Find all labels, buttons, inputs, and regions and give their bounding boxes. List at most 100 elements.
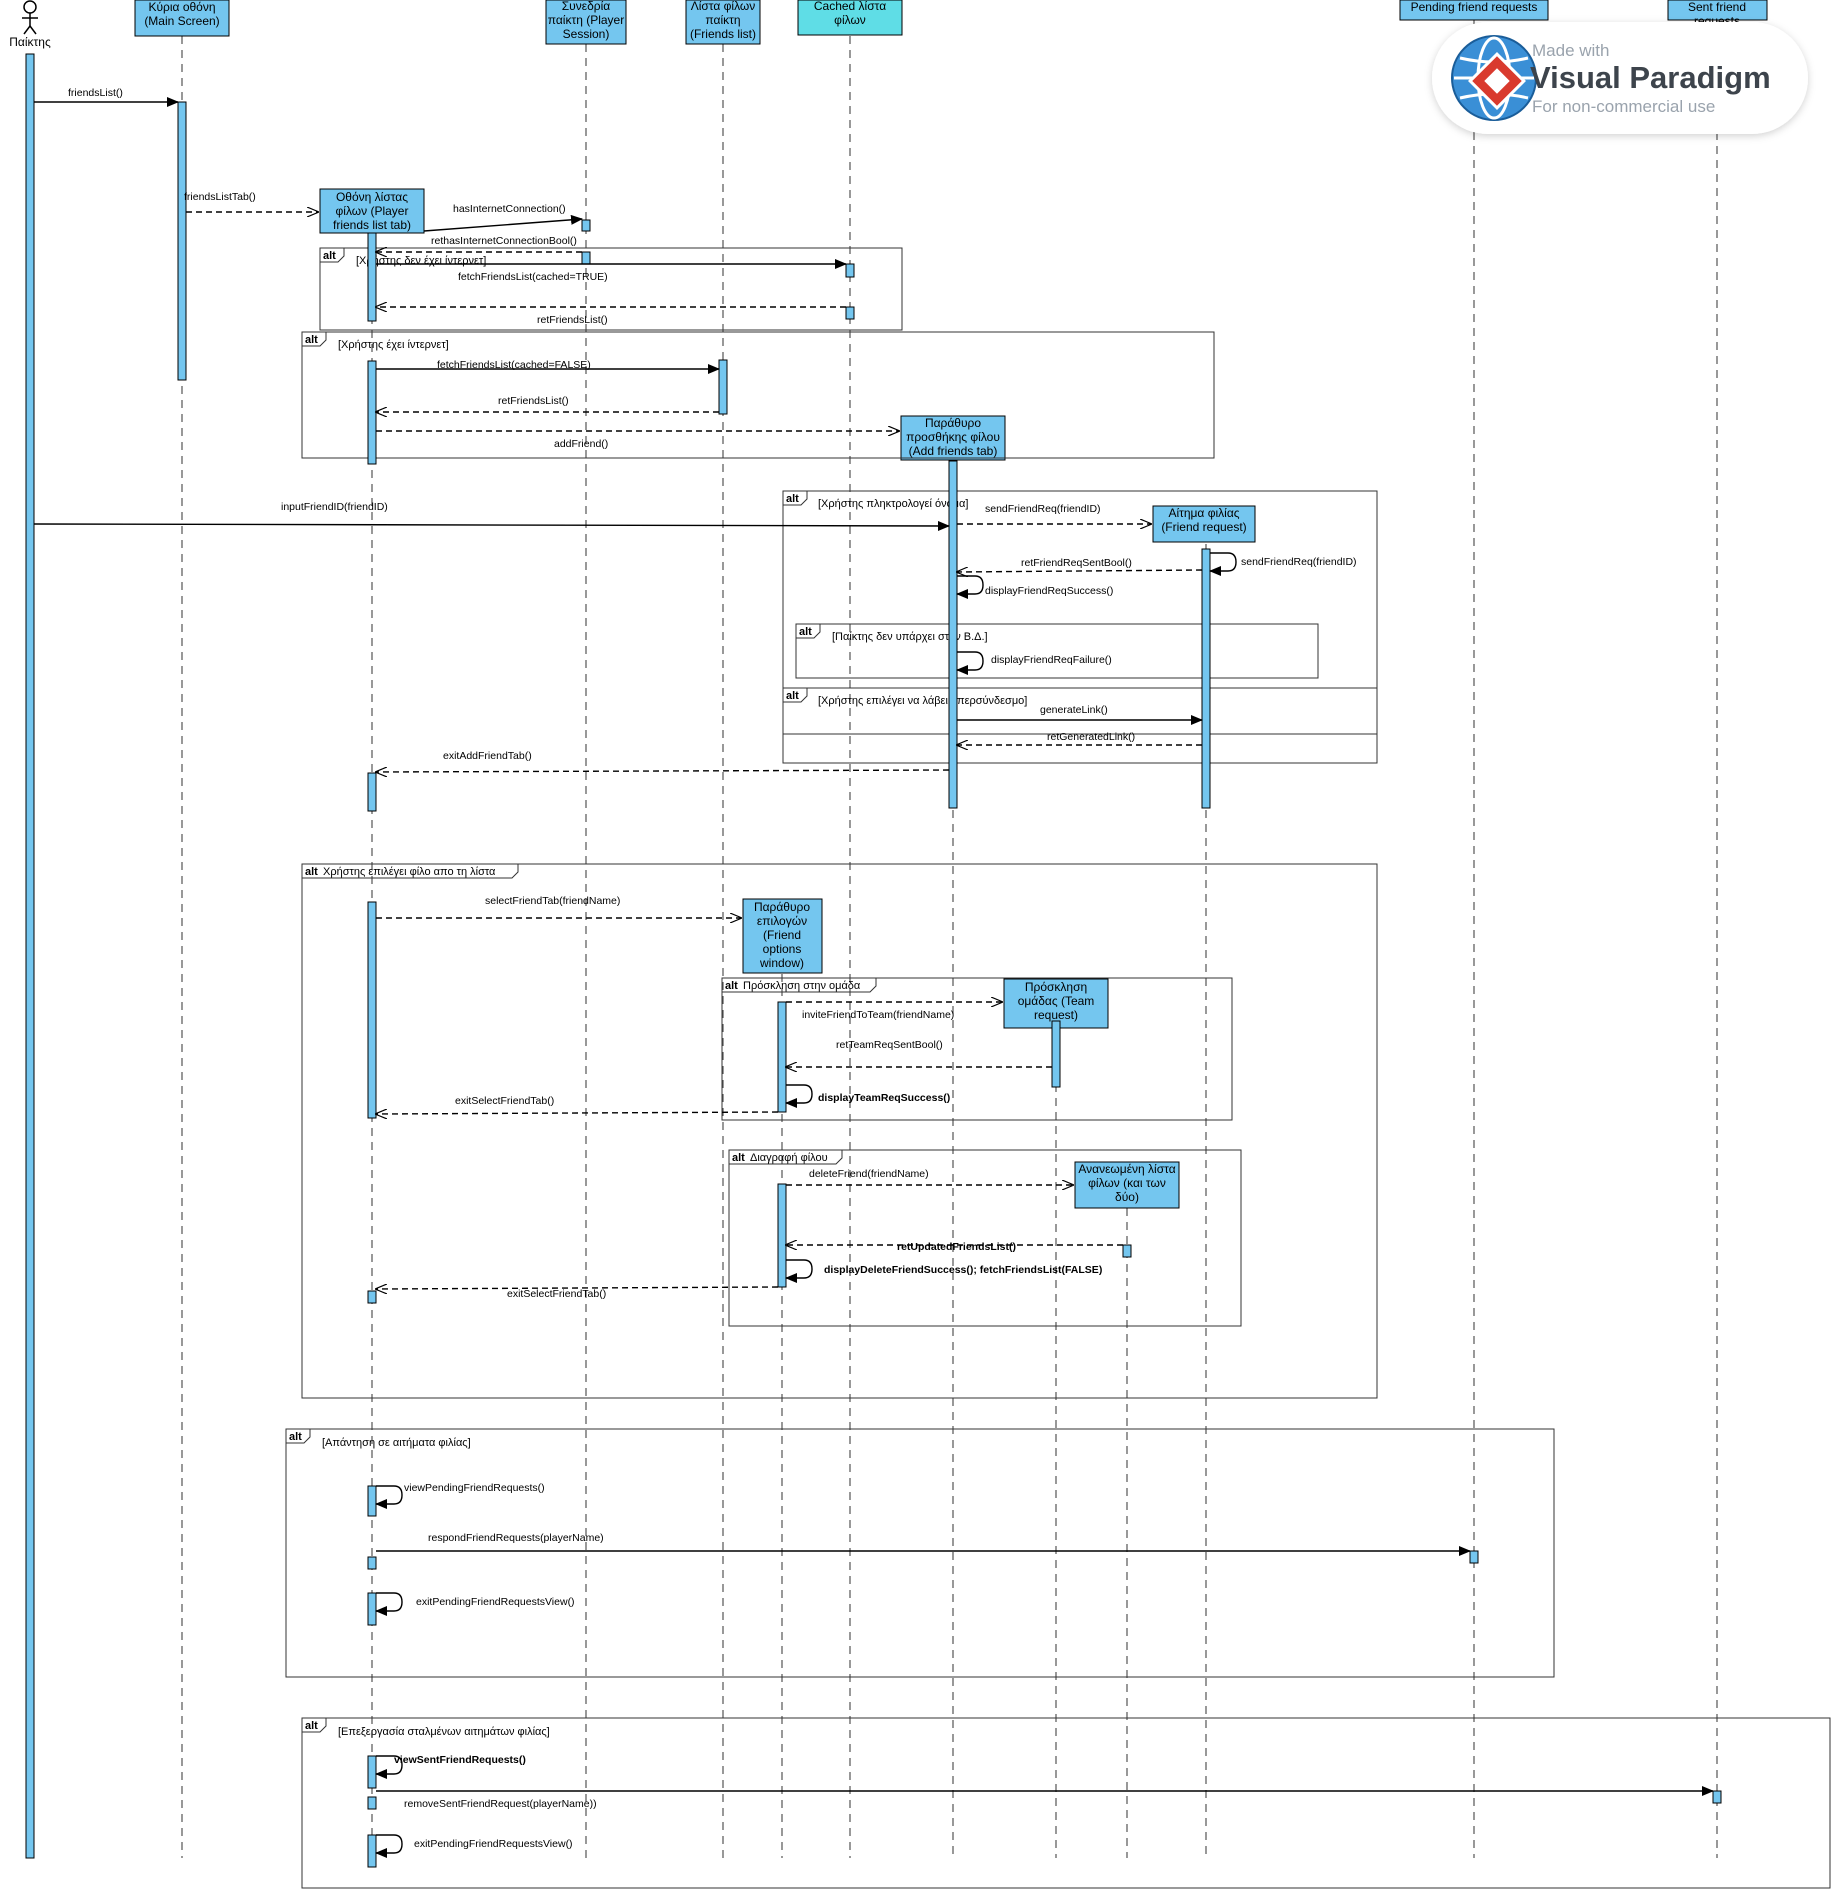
activation-fltab-5	[367, 1290, 377, 1304]
arrow-m27	[376, 1287, 779, 1289]
activation-fltab-1	[367, 232, 377, 322]
message-label: generateLink()	[1040, 704, 1108, 716]
arrow-m13	[957, 570, 1203, 572]
message-label: retFriendsList()	[498, 395, 569, 407]
activation-cached-2	[845, 306, 855, 320]
fragment-operator: alt	[786, 690, 799, 702]
fragment-guard: [Επεξεργασία σταλμένων αιτημάτων φιλίας]	[338, 1726, 550, 1738]
arrow-m14	[956, 575, 984, 599]
arrow-m28	[375, 1485, 403, 1509]
message-label: retGeneratedLink()	[1047, 731, 1135, 743]
fragment-operator: alt	[305, 866, 318, 878]
activation-fltab-4	[367, 901, 377, 1119]
watermark: Made with Visual Paradigm For non-commer…	[1432, 22, 1808, 134]
message-label: exitSelectFriendTab()	[455, 1095, 554, 1107]
fragment-guard: [Παίκτης δεν υπάρχει στην Β.Δ.]	[832, 631, 988, 643]
watermark-line2: Visual Paradigm	[1530, 60, 1771, 95]
fragment-no-internet: alt [Χρήστης δεν έχει ίντερνετ]	[319, 247, 903, 331]
fragment-guard: [Χρήστης έχει ίντερνετ]	[338, 339, 449, 351]
arrow-m3	[423, 214, 583, 232]
arrow-m15	[956, 651, 984, 675]
message-label: sendFriendReq(friendID)	[985, 503, 1101, 515]
message-label: respondFriendRequests(playerName)	[428, 1532, 604, 1544]
fragment-operator: alt	[323, 250, 336, 262]
activation-addtab	[948, 460, 958, 809]
activation-pending	[1469, 1550, 1479, 1564]
message-labels: friendsList() friendsListTab() hasIntern…	[68, 87, 1357, 1850]
fragment-select-friend: alt Χρήστης επιλέγει φίλο απο τη λίστα	[301, 863, 1378, 1399]
message-label: displayFriendReqSuccess()	[985, 585, 1113, 597]
message-label: inviteFriendToTeam(friendName)	[802, 1009, 954, 1021]
participant-friend-request: Αίτημα φιλίας(Friend request)	[1152, 505, 1256, 543]
participant-main-screen-label: Κύρια οθόνη(Main Screen)	[144, 0, 219, 28]
message-label: retFriendReqSentBool()	[1021, 557, 1132, 569]
activation-cached-1	[845, 263, 855, 278]
fragment-operator: alt	[799, 626, 812, 638]
participant-pending-requests: Pending friend requests	[1399, 0, 1549, 21]
activation-teamreq	[1051, 1020, 1061, 1088]
arrow-m26	[785, 1259, 813, 1283]
message-label: removeSentFriendRequest(playerName))	[404, 1798, 597, 1810]
message-label: inputFriendID(friendID)	[281, 501, 388, 513]
message-label: displayFriendReqFailure()	[991, 654, 1112, 666]
fragment-operator: alt	[732, 1152, 745, 1164]
arrow-m22	[785, 1084, 813, 1108]
activation-options-2	[777, 1183, 787, 1288]
message-label: displayTeamReqSuccess()	[818, 1092, 950, 1104]
message-label: deleteFriend(friendName)	[809, 1168, 929, 1180]
activation-main	[177, 101, 187, 381]
message-label: selectFriendTab(friendName)	[485, 895, 620, 907]
message-label: friendsListTab()	[184, 191, 256, 203]
fragment-operator: alt	[289, 1431, 302, 1443]
message-label: hasInternetConnection()	[453, 203, 566, 215]
fragment-guard: [Απάντηση σε αιτήματα φιλίας]	[322, 1437, 471, 1449]
lifelines	[181, 20, 1718, 1858]
message-label: viewSentFriendRequests()	[394, 1754, 526, 1766]
message-label: exitAddFriendTab()	[443, 750, 532, 762]
actor-activation	[25, 53, 35, 1859]
fragment-guard: [Χρήστης επιλέγει να λάβει υπερσύνδεσμο]	[818, 695, 1027, 707]
message-arrows	[33, 97, 1714, 1858]
watermark-line1: Made with	[1532, 41, 1609, 60]
message-label: retUpdatedFriendsList()	[897, 1241, 1016, 1253]
watermark-line3: For non-commercial use	[1532, 97, 1715, 116]
fragment-invite: alt Πρόσκληση στην ομάδα	[721, 977, 1233, 1121]
fragment-guard: Πρόσκληση στην ομάδα	[743, 980, 861, 992]
fragment-guard: Χρήστης επιλέγει φίλο απο τη λίστα	[323, 866, 496, 878]
fragment-respond: alt [Απάντηση σε αιτήματα φιλίας]	[285, 1428, 1555, 1678]
actor-label: Παίκτης	[9, 35, 51, 49]
activation-fltab-8	[367, 1592, 377, 1626]
activation-fltab-11	[367, 1834, 377, 1868]
activation-updated	[1122, 1244, 1132, 1258]
fragment-guard: [Χρήστης πληκτρολογεί όνομα]	[818, 498, 968, 510]
fragments: alt [Χρήστης δεν έχει ίντερνετ] alt [Χρή…	[285, 247, 1831, 1889]
message-label: displayDeleteFriendSuccess(); fetchFrien…	[824, 1264, 1102, 1276]
activation-fltab-2	[367, 360, 377, 465]
fragment-delete: alt Διαγραφή φίλου	[728, 1149, 1242, 1327]
globe-logo-icon	[1451, 35, 1537, 121]
activation-fltab-7	[367, 1556, 377, 1570]
message-label: sendFriendReq(friendID)	[1241, 556, 1357, 568]
activation-freq	[1201, 548, 1211, 809]
activation-sent	[1712, 1790, 1722, 1804]
fragment-operator: alt	[725, 980, 738, 992]
activations	[177, 101, 1722, 1868]
participant-pending-requests-label: Pending friend requests	[1411, 0, 1538, 14]
fragment-link: alt [Χρήστης επιλέγει να λάβει υπερσύνδε…	[782, 687, 1378, 735]
message-label: retFriendsList()	[537, 314, 608, 326]
message-label: exitSelectFriendTab()	[507, 1288, 606, 1300]
